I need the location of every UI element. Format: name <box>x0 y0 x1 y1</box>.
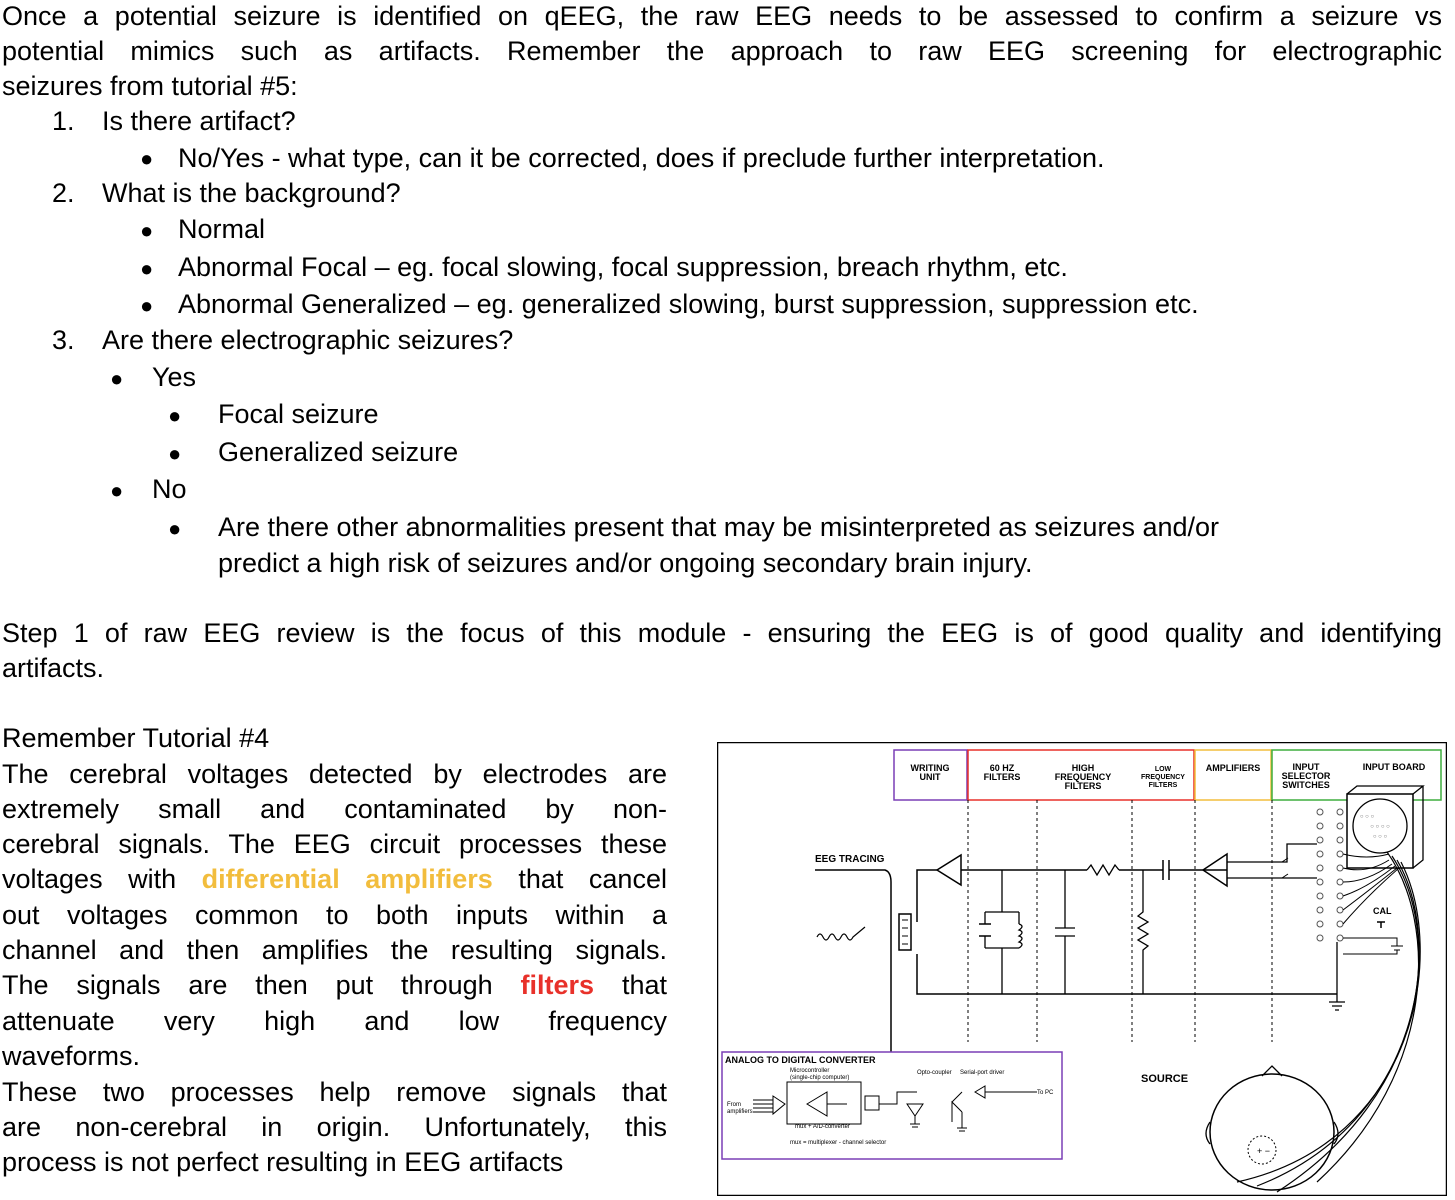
svg-text:○ ○ ○ ○: ○ ○ ○ ○ <box>1370 824 1390 830</box>
bullet-icon: ● <box>168 441 182 466</box>
tutorial-line: attenuate very high and low frequency <box>2 1006 667 1036</box>
list-subitem: Generalized seizure <box>218 437 459 467</box>
bullet-icon: ● <box>110 366 124 391</box>
label-selector: SELECTOR <box>1282 771 1331 781</box>
tutorial-line: voltages with differential amplifiers th… <box>2 864 667 894</box>
tutorial-line: The cerebral voltages detected by electr… <box>2 759 667 789</box>
list-number: 3. <box>52 325 75 355</box>
amplifiers-box <box>1194 749 1272 801</box>
list-item: Are there electrographic seizures? <box>102 325 514 355</box>
tutorial-line: process is not perfect resulting in EEG … <box>2 1147 564 1177</box>
label-high-frequency: FREQUENCY <box>1055 772 1112 782</box>
svg-text:Opto-coupler: Opto-coupler <box>917 1070 952 1076</box>
svg-text:+ −: + − <box>1257 1146 1270 1156</box>
cal-label: CAL <box>1373 906 1392 916</box>
tutorial-line: channel and then amplifies the resulting… <box>2 935 667 965</box>
list-subitem: Normal <box>178 214 266 244</box>
bullet-icon: ● <box>110 478 124 503</box>
list-item: Is there artifact? <box>102 106 296 136</box>
bullet-icon: ● <box>140 256 154 281</box>
list-subitem: Abnormal Generalized – eg. generalized s… <box>178 289 1199 319</box>
label-writing: WRITING <box>911 763 950 773</box>
bullet-icon: ● <box>140 146 154 171</box>
list-item: What is the background? <box>102 178 401 208</box>
bullet-icon: ● <box>140 293 154 318</box>
adc-box <box>721 1051 1063 1160</box>
label-input-board: INPUT BOARD <box>1363 762 1426 772</box>
list-subitem: Are there other abnormalities present th… <box>218 512 1220 542</box>
label-high-filters: FILTERS <box>1065 781 1102 791</box>
tutorial-line: extremely small and contaminated by non- <box>2 794 667 824</box>
bullet-icon: ● <box>168 403 182 428</box>
tutorial-line: out voltages common to both inputs withi… <box>2 900 667 930</box>
list-subitem: predict a high risk of seizures and/or o… <box>218 548 1033 578</box>
svg-text:From: From <box>727 1102 741 1108</box>
bullet-icon: ● <box>140 218 154 243</box>
step1-paragraph: Step 1 of raw EEG review is the focus of… <box>2 618 1442 648</box>
tutorial-line: are non-cerebral in origin. Unfortunatel… <box>2 1112 667 1142</box>
list-number: 2. <box>52 178 75 208</box>
eeg-tracing-label: EEG TRACING <box>815 854 885 865</box>
bullet-icon: ● <box>168 516 182 541</box>
label-writing-unit: UNIT <box>920 772 941 782</box>
filters-highlight: filters <box>520 970 595 1000</box>
differential-amplifiers-highlight: differential amplifiers <box>201 864 493 894</box>
list-subitem: Abnormal Focal – eg. focal slowing, foca… <box>178 252 1068 282</box>
eeg-circuit-diagram: WRITING UNIT 60 HZ FILTERS HIGH FREQUENC… <box>717 742 1447 1196</box>
label-input: INPUT <box>1293 762 1321 772</box>
svg-text:Microcontroller: Microcontroller <box>790 1068 829 1074</box>
label-high: HIGH <box>1072 763 1095 773</box>
list-subitem: Focal seizure <box>218 399 379 429</box>
svg-text:mux + A/D-converter: mux + A/D-converter <box>795 1124 850 1130</box>
step1-paragraph: artifacts. <box>2 653 105 683</box>
head-outline <box>1209 1073 1335 1191</box>
label-switches: SWITCHES <box>1282 780 1330 790</box>
source-label: SOURCE <box>1141 1073 1188 1085</box>
intro-line: Once a potential seizure is identified o… <box>2 1 1442 31</box>
list-subitem: Yes <box>152 362 197 392</box>
tutorial-heading: Remember Tutorial #4 <box>2 723 270 753</box>
svg-text:(single-chip computer): (single-chip computer) <box>790 1075 849 1081</box>
label-low-frequency: FREQUENCY <box>1141 774 1185 781</box>
svg-text:To PC: To PC <box>1037 1090 1054 1096</box>
label-low: LOW <box>1155 766 1172 773</box>
intro-line: seizures from tutorial #5: <box>2 71 298 101</box>
list-subitem: No/Yes - what type, can it be corrected,… <box>178 143 1105 173</box>
list-subitem: No <box>152 474 187 504</box>
tutorial-line: These two processes help remove signals … <box>2 1077 667 1107</box>
list-number: 1. <box>52 106 75 136</box>
tutorial-line: The signals are then put through filters… <box>2 970 667 1000</box>
adc-title: ANALOG TO DIGITAL CONVERTER <box>725 1055 876 1065</box>
label-60hz: 60 HZ <box>990 763 1015 773</box>
svg-text:Serial-port driver: Serial-port driver <box>960 1070 1004 1076</box>
filters-box <box>967 749 1195 801</box>
tutorial-line: cerebral signals. The EEG circuit proces… <box>2 829 667 859</box>
intro-line: potential mimics such as artifacts. Reme… <box>2 36 1442 66</box>
label-amplifiers: AMPLIFIERS <box>1206 763 1261 773</box>
svg-text:amplifiers: amplifiers <box>727 1109 753 1115</box>
label-60hz-filters: FILTERS <box>984 772 1021 782</box>
svg-text:○ ○ ○: ○ ○ ○ <box>1360 814 1375 820</box>
writing-unit-box <box>893 749 968 801</box>
svg-text:○ ○ ○: ○ ○ ○ <box>1373 834 1388 840</box>
svg-text:mux = multiplexer - channel se: mux = multiplexer - channel selector <box>790 1140 886 1146</box>
tutorial-line: waveforms. <box>2 1041 141 1071</box>
label-low-filters: FILTERS <box>1149 782 1178 789</box>
